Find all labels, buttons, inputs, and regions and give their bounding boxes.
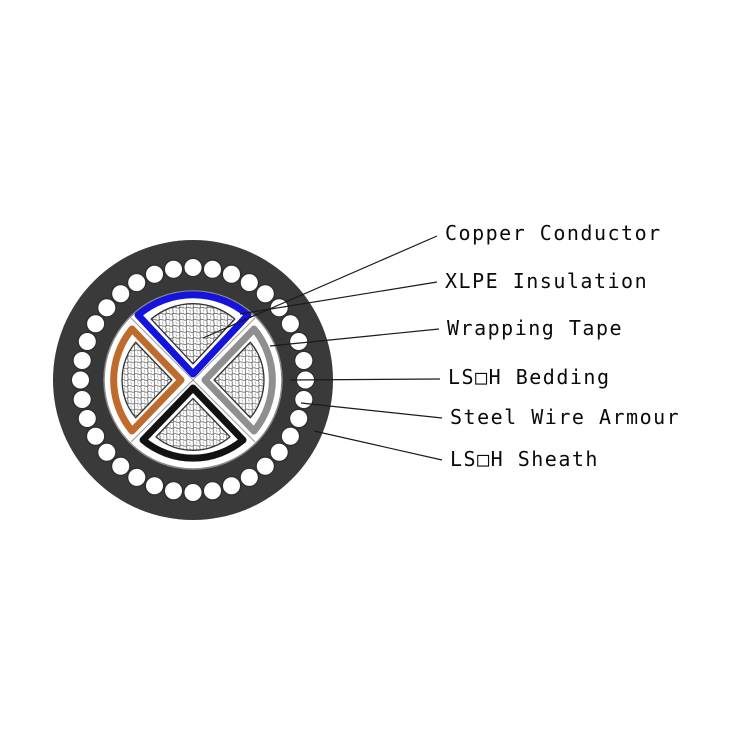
armour-wire: [269, 442, 290, 463]
armour-wire: [96, 442, 117, 463]
copper-conductor-mesh: [150, 303, 236, 365]
core-right: [201, 325, 276, 435]
armour-wire: [77, 331, 98, 352]
armour-wire: [126, 272, 147, 293]
armour-wire: [126, 467, 147, 488]
label-lsoh-sheath: LS□H Sheath: [450, 447, 599, 471]
label-wrapping-tape: Wrapping Tape: [447, 316, 624, 340]
label-steel-wire-armour: Steel Wire Armour: [450, 405, 681, 429]
armour-wire: [72, 389, 93, 410]
leader-line-xlpe-insulation: [239, 281, 438, 315]
armour-wire: [288, 331, 309, 352]
label-lsoh-bedding: LS□H Bedding: [448, 365, 611, 389]
armour-wire: [144, 264, 165, 285]
armour-wire: [293, 389, 314, 410]
armour-wire: [183, 257, 203, 278]
armour-wire: [96, 297, 117, 318]
armour-wire: [144, 475, 165, 496]
leader-line-steel-wire-armour: [300, 402, 443, 419]
armour-wire: [221, 475, 242, 496]
copper-conductor-mesh: [155, 397, 231, 451]
armour-wire: [255, 283, 276, 304]
leader-line-lsoh-bedding: [289, 378, 441, 381]
armour-wire: [163, 259, 184, 280]
armour-wire: [202, 480, 223, 501]
armour-wire: [72, 350, 93, 371]
armour-wire: [239, 272, 260, 293]
core-bottom: [139, 384, 247, 462]
leader-lines: [202, 235, 443, 461]
leader-line-copper-conductor: [202, 235, 438, 339]
armour-wire: [70, 370, 91, 390]
armour-wire: [110, 456, 131, 477]
armour-wire: [221, 264, 242, 285]
armour-wire: [280, 313, 301, 334]
label-copper-conductor: Copper Conductor: [445, 221, 662, 245]
label-xlpe-insulation: XLPE Insulation: [445, 269, 649, 293]
armour-wire: [183, 482, 203, 503]
separator-line: [130, 379, 194, 443]
armour-wire: [239, 467, 260, 488]
armour-wire: [77, 408, 98, 429]
armour-wire: [163, 480, 184, 501]
armour-wire: [293, 350, 314, 371]
armour-wire: [255, 456, 276, 477]
leader-line-wrapping-tape: [269, 328, 440, 347]
armour-wire: [288, 408, 309, 429]
armour-wire-ring: [70, 257, 316, 503]
armour-wire: [280, 426, 301, 447]
core-left: [110, 325, 185, 435]
separator-line: [192, 317, 256, 381]
leader-line-lsoh-sheath: [313, 430, 443, 461]
copper-conductor-mesh: [213, 341, 265, 419]
core-separators: [130, 317, 256, 443]
separator-line: [192, 379, 256, 443]
armour-wire: [110, 283, 131, 304]
armour-wire: [85, 313, 106, 334]
core-top: [134, 291, 252, 378]
armour-wire: [85, 426, 106, 447]
armour-wire: [202, 259, 223, 280]
separator-line: [130, 317, 194, 381]
copper-conductor-mesh: [121, 341, 173, 419]
